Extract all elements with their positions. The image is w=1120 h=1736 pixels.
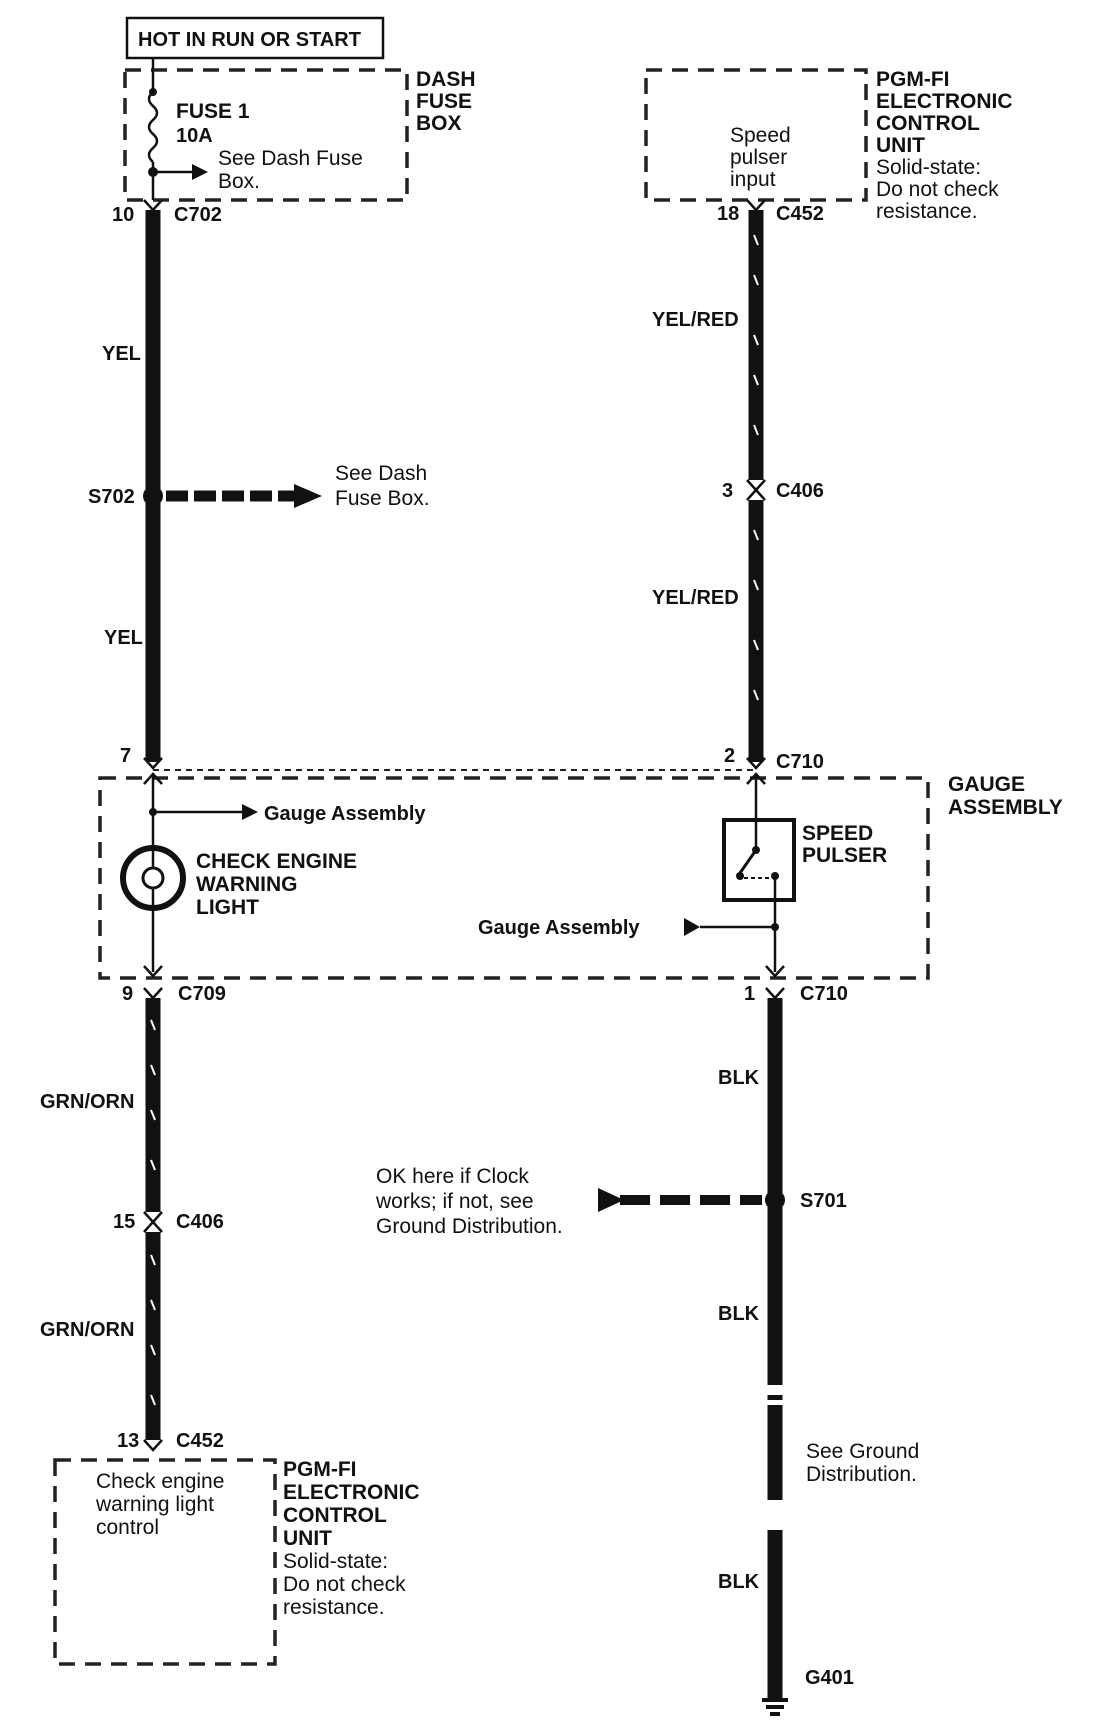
- dash-fuse-box-title-2: FUSE: [416, 90, 472, 113]
- ecu-top-note-3: resistance.: [876, 200, 978, 223]
- c-left-top-pin: 7: [120, 745, 131, 767]
- c406-left-name: C406: [176, 1211, 224, 1233]
- s701-name: S701: [800, 1190, 847, 1212]
- ecu-top-title-2: ELECTRONIC: [876, 90, 1013, 113]
- wire-yel-red: 18 C452 YEL/RED 3 C406 YEL/RED 2 C710: [652, 199, 824, 773]
- ecu-top-note-2: Do not check: [876, 178, 999, 201]
- gauge-assembly: GAUGE ASSEMBLY Gauge Assembly CHECK ENGI…: [98, 769, 1063, 980]
- ground-g401: G401: [762, 1667, 854, 1716]
- c702-name: C702: [174, 204, 222, 226]
- ecu-bottom-title-2: ELECTRONIC: [283, 1481, 420, 1504]
- ground-name: G401: [805, 1667, 854, 1689]
- pulser-label-2: PULSER: [802, 844, 887, 867]
- ecu-top-inner-1: Speed: [730, 124, 791, 147]
- ground-icon: [762, 1698, 788, 1716]
- ecu-top-inner-2: pulser: [730, 146, 787, 169]
- ecu-bottom-inner-2: warning light: [95, 1493, 214, 1516]
- ecu-bottom-inner-3: control: [96, 1516, 159, 1539]
- wire-grn-orn-label-2: GRN/ORN: [40, 1319, 134, 1341]
- s701-note-3: Ground Distribution.: [376, 1215, 563, 1238]
- lamp-label-2: WARNING: [196, 873, 298, 896]
- dash-fuse-box-title-3: BOX: [416, 112, 462, 135]
- ecu-top-title-3: CONTROL: [876, 112, 980, 135]
- fuse-note-2: Box.: [218, 170, 260, 193]
- arrow-right-icon: [242, 804, 258, 820]
- gauge-assembly-title-2: ASSEMBLY: [948, 796, 1063, 819]
- power-source: HOT IN RUN OR START: [125, 16, 385, 60]
- s702-note-1: See Dash: [335, 462, 427, 485]
- c452-top-name: C452: [776, 203, 824, 225]
- ecu-top-inner-3: input: [730, 168, 776, 191]
- c710-top-name: C710: [776, 751, 824, 773]
- ecu-bottom-title-1: PGM-FI: [283, 1458, 357, 1481]
- fuse-icon: [147, 91, 159, 163]
- ecu-top-title-1: PGM-FI: [876, 68, 950, 91]
- lamp-label-1: CHECK ENGINE: [196, 850, 357, 873]
- c452-top-pin: 18: [717, 203, 739, 225]
- ecu-bottom: Check engine warning light control PGM-F…: [53, 1458, 420, 1666]
- s702-note-2: Fuse Box.: [335, 487, 430, 510]
- dash-fuse-box: DASH FUSE BOX FUSE 1 10A See Dash Fuse B…: [123, 58, 476, 202]
- ecu-top-note-1: Solid-state:: [876, 156, 981, 179]
- wire-blk-label-3: BLK: [718, 1571, 760, 1593]
- c709-pin: 9: [122, 983, 133, 1005]
- c452-bottom-pin: 13: [117, 1430, 139, 1452]
- fuse-name: FUSE 1: [176, 100, 250, 123]
- dash-fuse-box-title-1: DASH: [416, 68, 476, 91]
- ground-note-2: Distribution.: [806, 1463, 917, 1486]
- s701-note-2: works; if not, see: [375, 1190, 534, 1213]
- wire-yel-red-label-1: YEL/RED: [652, 309, 739, 331]
- arrow-right-icon: [684, 918, 700, 936]
- c452-bottom-name: C452: [176, 1430, 224, 1452]
- splice-s702: S702 See Dash Fuse Box.: [88, 462, 430, 510]
- gauge-assembly-title-1: GAUGE: [948, 773, 1025, 796]
- c406-right-name: C406: [776, 480, 824, 502]
- wire-blk-label-1: BLK: [718, 1067, 760, 1089]
- s701-note-1: OK here if Clock: [376, 1165, 529, 1188]
- arrow-left-icon: [598, 1188, 624, 1212]
- ground-note-1: See Ground: [806, 1440, 919, 1463]
- ecu-bottom-inner-1: Check engine: [96, 1470, 224, 1493]
- wire-yel: 10 C702 YEL YEL 7: [102, 199, 222, 770]
- lamp-icon: [120, 845, 186, 911]
- c709-name: C709: [178, 983, 226, 1005]
- c406-left-pin: 15: [113, 1211, 135, 1233]
- c710-bottom-name: C710: [800, 983, 848, 1005]
- wire-yel-red-label-2: YEL/RED: [652, 587, 739, 609]
- gauge-ref-top: Gauge Assembly: [264, 803, 426, 825]
- fuse-note-1: See Dash Fuse: [218, 147, 363, 170]
- ecu-top-title-4: UNIT: [876, 134, 925, 157]
- s702-name: S702: [88, 486, 135, 508]
- wire-grn-orn: 9 C709 GRN/ORN 15 C406 GRN/ORN 13 C452: [40, 983, 226, 1452]
- gauge-ref-right: Gauge Assembly: [478, 917, 640, 939]
- ecu-bottom-title-4: UNIT: [283, 1527, 332, 1550]
- wire-yel-label-2: YEL: [104, 627, 143, 649]
- c710-bottom-pin: 1: [744, 983, 755, 1005]
- ecu-top: Speed pulser input PGM-FI ELECTRONIC CON…: [644, 68, 1013, 223]
- fuse-rating: 10A: [176, 125, 213, 147]
- arrow-right-icon: [192, 164, 208, 180]
- wire-grn-orn-label-1: GRN/ORN: [40, 1091, 134, 1113]
- ecu-bottom-note-2: Do not check: [283, 1573, 406, 1596]
- power-source-label: HOT IN RUN OR START: [138, 29, 361, 51]
- pulser-label-1: SPEED: [802, 822, 873, 845]
- wire-blk: 1 C710 BLK BLK BLK See Ground Distributi…: [718, 983, 919, 1700]
- splice-s701: S701 OK here if Clock works; if not, see…: [375, 1165, 847, 1238]
- lamp-label-3: LIGHT: [196, 896, 259, 919]
- wire-blk-label-2: BLK: [718, 1303, 760, 1325]
- c702-pin: 10: [112, 204, 134, 226]
- c710-top-pin: 2: [724, 745, 735, 767]
- wire-yel-label-1: YEL: [102, 343, 141, 365]
- c406-right-pin: 3: [722, 480, 733, 502]
- ecu-bottom-note-1: Solid-state:: [283, 1550, 388, 1573]
- ecu-bottom-title-3: CONTROL: [283, 1504, 387, 1527]
- speed-pulser-icon: [722, 818, 796, 927]
- ecu-bottom-note-3: resistance.: [283, 1596, 385, 1619]
- arrow-right-icon: [294, 484, 322, 508]
